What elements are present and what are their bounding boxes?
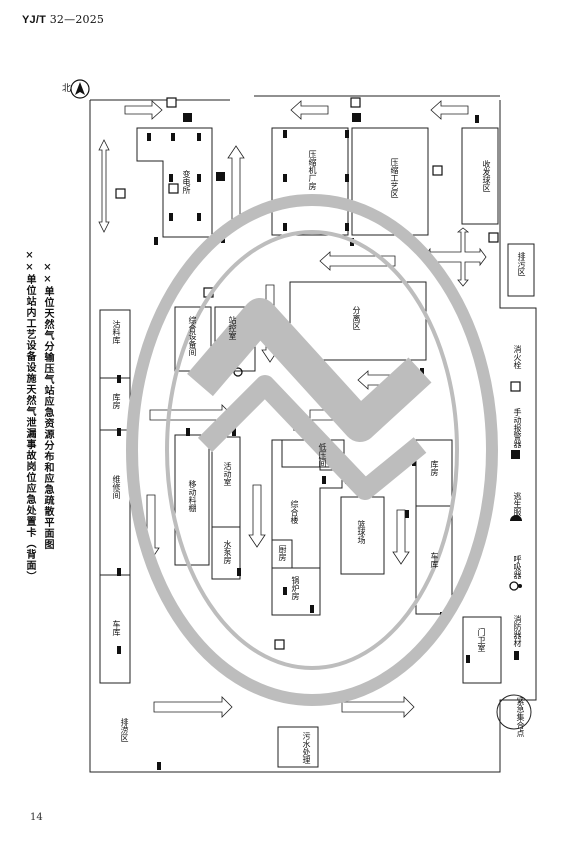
arrow-left [430,100,469,120]
legend-alarm: 手动报警器 [513,408,522,448]
doc-code: YJ/T [22,14,47,26]
label-material-room: 沽料库 [112,320,121,344]
gate-outline [462,616,502,684]
legend-extinguisher: 消防器材 [513,615,522,647]
pump-room-outline [211,526,241,580]
arrow-down [248,484,266,548]
label-garage2: 车库 [430,552,439,568]
legend-hydrant: 消火栓 [513,345,522,369]
legend-escape: 逃生服 [513,492,522,516]
assembly-outline [496,694,532,730]
sewage-outline [277,726,319,768]
equipment-markers [117,115,479,770]
site-boundary [89,95,537,773]
garage1-outline [99,574,131,684]
alarm-icon [511,450,520,459]
repair-outline [99,429,131,576]
compressor-process-outline [351,127,429,236]
title-line-2: ××单位天然气分输压气站应急资源分布和应急疏散平面图 [42,262,53,550]
receiving-outline [461,127,499,225]
label-repair: 维修间 [112,475,121,499]
label-warehouse2: 库房 [430,460,439,476]
escape-suit-icon [510,515,522,521]
label-activity-room: 活动室 [223,462,232,486]
label-gate: 门卫室 [477,628,486,652]
label-compressor-room: 压缩机厂房 [308,150,317,190]
boiler-outline [271,567,321,616]
arrow-right [153,696,233,718]
arrow-up [227,145,245,221]
doc-number: 32—2025 [49,13,105,26]
label-boiler: 锅炉房 [291,576,300,600]
extinguisher-icon [514,651,519,660]
label-receiving: 收发球区 [482,160,491,192]
arrow-left [290,100,329,120]
arrow-updown [98,139,110,233]
hydrant-markers [115,97,499,650]
arrow-down [392,509,410,565]
label-lowvolt: 低压间 [318,443,327,467]
label-mobile-shed: 移动料棚 [188,480,197,512]
label-assembly: 紧急集合点 [516,697,525,737]
substation-outline [136,127,213,238]
mobile-shed-outline [174,434,210,566]
arrow-right [124,100,163,120]
label-basketball: 篮球场 [357,520,366,544]
label-pump-room: 水泵房 [223,540,232,564]
label-substation: 变电所 [182,170,191,194]
breathing-icon [509,581,522,591]
arrow-cross [423,227,487,287]
garage2-outline [415,505,453,615]
north-label: 北 [60,83,70,92]
label-drainage: 排污区 [517,252,526,276]
north-arrow-icon [70,79,90,99]
legend-breathing: 呼吸器 [513,555,522,579]
label-sewage: 污水处理 [302,732,311,764]
arrow-right [341,696,415,718]
label-office: 综合楼 [290,500,299,524]
label-kitchen: 厨房 [278,545,287,561]
legend-icons [509,381,522,660]
label-separation: 分离区 [352,306,361,330]
label-venting: 排涝区 [120,718,129,742]
label-integrated-room: 综合设备间 [188,316,197,356]
label-garage1: 车库 [112,620,121,636]
page-number: 14 [30,812,43,823]
label-warehouse1: 库房 [112,393,121,409]
title-line-1: ××单位站内工艺设备设施天然气泄漏事故岗位应急处置卡（背面） [24,250,35,582]
label-compressor-process: 压缩工艺区 [390,158,399,198]
drainage-outline [507,243,535,297]
doc-header: YJ/T 32—2025 [22,13,104,26]
evacuation-arrows [98,100,487,718]
separation-outline [289,281,427,361]
hydrant-icon [510,381,521,392]
watermark-emblem [126,194,498,706]
label-control-room: 站控室 [228,316,237,340]
